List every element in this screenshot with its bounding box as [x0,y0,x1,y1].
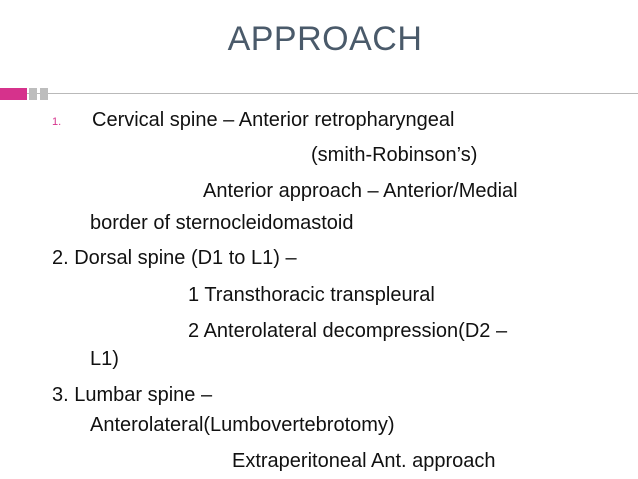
item-1-line-2: (smith-Robinson’s) [311,144,478,166]
item-3-line-3: Extraperitoneal Ant. approach [232,450,496,472]
item-1-number: 1. [52,116,62,128]
item-1-line-1: Cervical spine – Anterior retropharyngea… [92,109,455,131]
item-2-line-1: 2. Dorsal spine (D1 to L1) – [52,247,297,269]
slide-title: APPROACH [227,20,423,58]
item-2-sub-1: 1 Transthoracic transpleural [188,284,435,306]
item-1-line-4: border of sternocleidomastoid [90,212,354,234]
title-divider [0,93,638,94]
item-3-line-2: Anterolateral(Lumbovertebrotomy) [90,414,395,436]
item-2-sub-2-continued: L1) [90,348,119,370]
accent-bar-gray [40,88,48,100]
item-1-line-3: Anterior approach – Anterior/Medial [203,180,518,202]
item-3-line-1: 3. Lumbar spine – [52,384,213,406]
accent-bar-gray [29,88,37,100]
item-2-sub-2: 2 Anterolateral decompression(D2 – [188,320,508,342]
accent-bar-pink [0,88,27,100]
